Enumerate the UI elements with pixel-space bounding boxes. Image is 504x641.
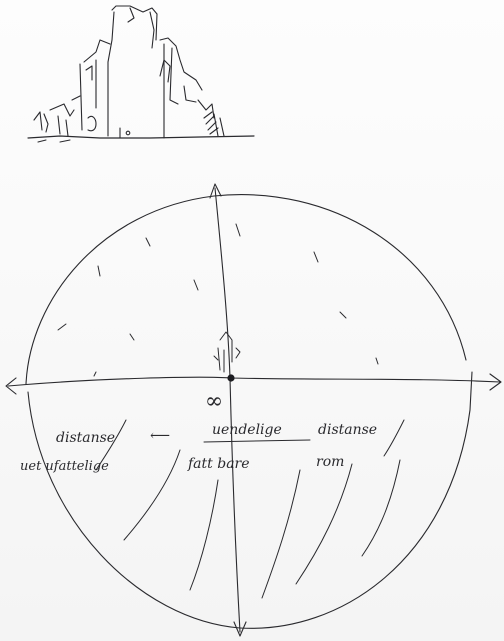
infinity-symbol: ∞ [205, 389, 223, 414]
annotation-uendelige: uendelige [212, 422, 282, 438]
annotation-rom: rom [316, 454, 344, 470]
figure-sketch [214, 332, 240, 372]
annotation-uet-ufattelige: uet ufattelige [20, 459, 109, 474]
annotation-distanse-right: distanse [318, 422, 377, 438]
globe-circle [26, 195, 472, 629]
underline-stroke [204, 440, 310, 442]
annotation-distanse-left: distanse [56, 430, 115, 446]
centre-point [227, 374, 234, 381]
building-sketch [28, 6, 254, 142]
handwritten-annotations: distanse ⟵ uendelige distanse uet ufatte… [20, 422, 377, 474]
lower-hemisphere-hatching [96, 420, 404, 598]
annotation-fatt-bare: fatt bare [187, 456, 250, 472]
annotation-arrow-left: ⟵ [150, 428, 170, 444]
horizontal-axis-arrow [6, 374, 501, 394]
